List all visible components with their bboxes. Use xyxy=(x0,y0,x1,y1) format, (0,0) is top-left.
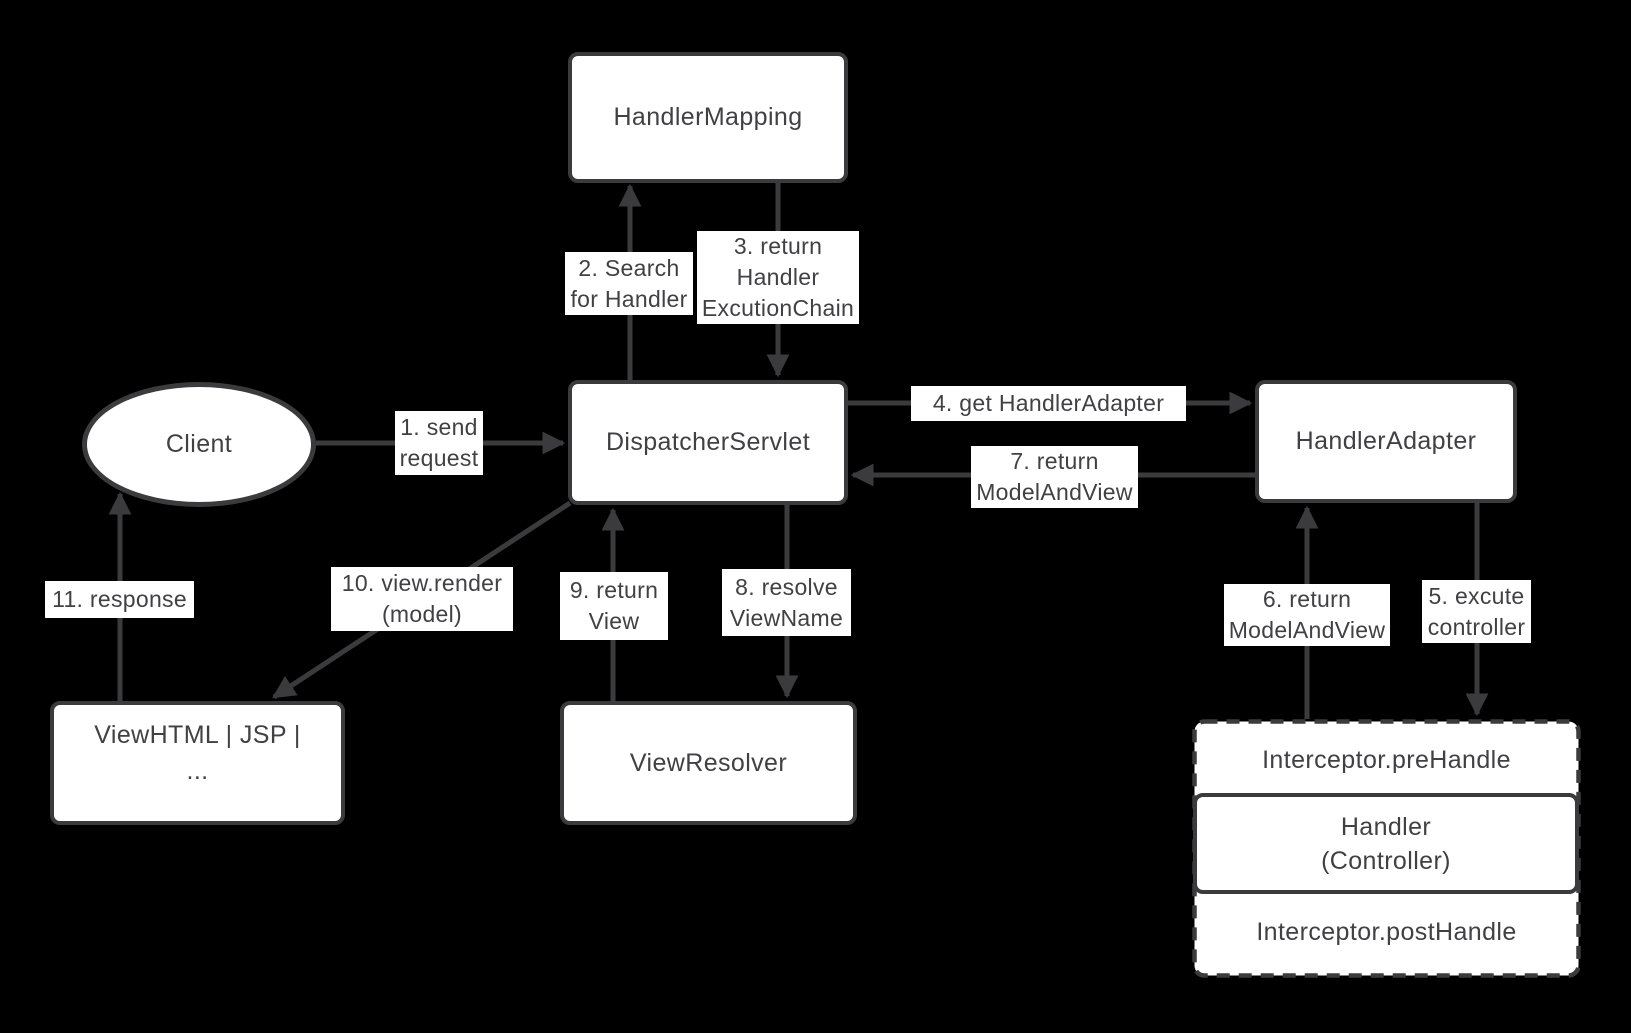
node-dispatcher-servlet: DispatcherServlet xyxy=(568,380,848,505)
node-view-resolver: ViewResolver xyxy=(560,701,857,825)
node-handler-controller: Handler (Controller) xyxy=(1193,793,1579,894)
edge-label-return-execution-chain: 3. return Handler ExcutionChain xyxy=(697,231,859,324)
node-client: Client xyxy=(82,382,316,507)
edge-label-execute-controller: 5. excute controller xyxy=(1422,580,1531,643)
node-interceptor-group: Interceptor.preHandle Handler (Controlle… xyxy=(1192,719,1581,978)
node-interceptor-posthandle: Interceptor.postHandle xyxy=(1256,917,1517,946)
edge-label-view-render-model: 10. view.render (model) xyxy=(331,567,513,631)
edge-label-response: 11. response xyxy=(45,581,194,618)
edge-label-resolve-viewname: 8. resolve ViewName xyxy=(722,569,851,636)
node-handler-mapping: HandlerMapping xyxy=(568,52,848,183)
edge-label-return-modelandview-7: 7. return ModelAndView xyxy=(971,446,1138,508)
edge-label-search-for-handler: 2. Search for Handler xyxy=(565,252,693,315)
edge-label-return-modelandview-6: 6. return ModelAndView xyxy=(1224,584,1390,646)
node-view-html: ViewHTML | JSP | ... xyxy=(50,701,345,825)
edge-label-send-request: 1. send request xyxy=(395,411,483,475)
node-interceptor-prehandle: Interceptor.preHandle xyxy=(1262,745,1511,774)
edge-label-return-view: 9. return View xyxy=(560,572,668,640)
node-handler-adapter: HandlerAdapter xyxy=(1255,380,1517,503)
edge-label-get-handler-adapter: 4. get HandlerAdapter xyxy=(911,386,1186,421)
